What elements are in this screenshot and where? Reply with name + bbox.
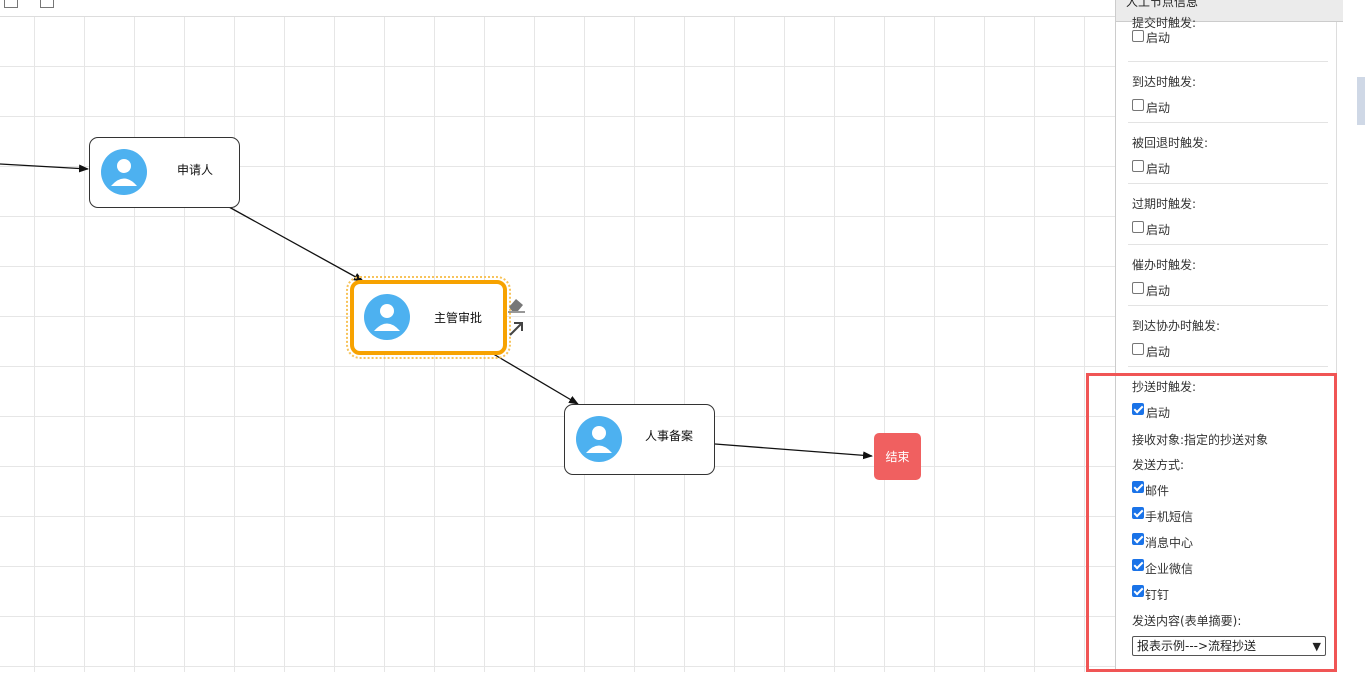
divider xyxy=(1128,122,1328,123)
panel-body[interactable]: 提交时触发: 启动 到达时触发: 启动 被回退时触发: 启动 过期时触发: 启动… xyxy=(1116,16,1337,670)
grid-icon[interactable] xyxy=(40,0,54,8)
panel-title-text: 人工节点信息 xyxy=(1126,0,1199,9)
checkbox-label: 手机短信 xyxy=(1145,510,1194,524)
node-manager-approval[interactable]: 主管审批 xyxy=(346,276,511,359)
divider xyxy=(1128,61,1328,62)
checkbox-assist-enable[interactable] xyxy=(1132,343,1144,355)
section-title: 抄送时触发: xyxy=(1132,380,1197,394)
trigger-section-submit: 提交时触发: 启动 xyxy=(1132,14,1328,54)
section-title: 提交时触发: xyxy=(1132,16,1197,30)
cc-receiver-text: 接收对象:指定的抄送对象 xyxy=(1132,433,1269,447)
eraser-icon[interactable] xyxy=(506,296,526,314)
checkbox-label: 启动 xyxy=(1146,406,1171,420)
checkbox-urge-enable[interactable] xyxy=(1132,282,1144,294)
node-info-panel: 人工节点信息 提交时触发: 启动 到达时触发: 启动 被回退时触发: 启动 过期… xyxy=(1115,0,1344,672)
checkbox-submit-enable[interactable] xyxy=(1132,30,1144,42)
section-title: 到达时触发: xyxy=(1132,75,1197,89)
trigger-section-urge: 催办时触发: 启动 xyxy=(1132,256,1328,298)
node-applicant[interactable]: 申请人 xyxy=(89,137,240,208)
trigger-section-cc: 抄送时触发: 启动 接收对象:指定的抄送对象 发送方式: 邮件 手机短信 消息中… xyxy=(1132,378,1328,658)
section-title: 过期时触发: xyxy=(1132,197,1197,211)
checkbox-label: 启动 xyxy=(1146,345,1171,359)
checkbox-arrive-enable[interactable] xyxy=(1132,99,1144,111)
user-avatar-icon xyxy=(576,416,622,462)
edge-start-to-applicant xyxy=(0,163,89,173)
send-content-title: 发送内容(表单摘要): xyxy=(1132,614,1242,628)
checkbox-label: 启动 xyxy=(1146,284,1171,298)
checkbox-expire-enable[interactable] xyxy=(1132,221,1144,233)
checkbox-method-sms[interactable] xyxy=(1132,507,1144,519)
layout-icon[interactable] xyxy=(4,0,18,8)
page-scrollbar[interactable] xyxy=(1343,0,1365,680)
trigger-section-assist: 到达协办时触发: 启动 xyxy=(1132,317,1328,359)
divider xyxy=(1128,305,1328,306)
send-method-title: 发送方式: xyxy=(1132,458,1185,472)
canvas-toolbar xyxy=(0,0,1115,17)
section-title: 被回退时触发: xyxy=(1132,136,1209,150)
section-title: 催办时触发: xyxy=(1132,258,1197,272)
user-avatar-icon xyxy=(364,294,410,340)
checkbox-cc-enable[interactable] xyxy=(1132,403,1144,415)
checkbox-method-wecom[interactable] xyxy=(1132,559,1144,571)
checkbox-label: 消息中心 xyxy=(1145,536,1194,550)
collapse-panel-tab[interactable] xyxy=(1357,77,1365,125)
panel-title: 人工节点信息 xyxy=(1116,0,1344,22)
edge-applicant-to-manager xyxy=(228,206,364,282)
checkbox-label: 启动 xyxy=(1146,223,1171,237)
send-content-select[interactable]: 报表示例--->流程抄送 ▼ xyxy=(1132,636,1326,656)
checkbox-label: 企业微信 xyxy=(1145,562,1194,576)
divider xyxy=(1128,366,1328,367)
divider xyxy=(1128,244,1328,245)
checkbox-label: 邮件 xyxy=(1145,484,1170,498)
section-title: 到达协办时触发: xyxy=(1132,319,1221,333)
trigger-section-return: 被回退时触发: 启动 xyxy=(1132,134,1328,176)
trigger-section-expire: 过期时触发: 启动 xyxy=(1132,195,1328,237)
node-label: 申请人 xyxy=(177,163,214,177)
node-label: 人事备案 xyxy=(645,429,694,443)
checkbox-method-dingtalk[interactable] xyxy=(1132,585,1144,597)
node-end[interactable]: 结束 xyxy=(874,433,921,480)
divider xyxy=(1128,183,1328,184)
edge-hr-to-end xyxy=(714,443,873,460)
checkbox-method-email[interactable] xyxy=(1132,481,1144,493)
checkbox-label: 启动 xyxy=(1146,31,1171,45)
user-avatar-icon xyxy=(101,149,147,195)
trigger-section-arrive: 到达时触发: 启动 xyxy=(1132,73,1328,115)
checkbox-return-enable[interactable] xyxy=(1132,160,1144,172)
checkbox-method-message-center[interactable] xyxy=(1132,533,1144,545)
checkbox-label: 钉钉 xyxy=(1145,588,1170,602)
workflow-edges xyxy=(0,163,873,460)
connect-arrow-icon[interactable] xyxy=(508,321,524,337)
checkbox-label: 启动 xyxy=(1146,101,1171,115)
node-label: 主管审批 xyxy=(434,311,483,325)
chevron-down-icon: ▼ xyxy=(1312,640,1321,653)
node-hr-filing[interactable]: 人事备案 xyxy=(564,404,715,475)
checkbox-label: 启动 xyxy=(1146,162,1171,176)
select-value: 报表示例--->流程抄送 xyxy=(1137,639,1257,653)
edge-manager-to-hr xyxy=(489,351,579,405)
workflow-canvas[interactable] xyxy=(0,0,1115,672)
